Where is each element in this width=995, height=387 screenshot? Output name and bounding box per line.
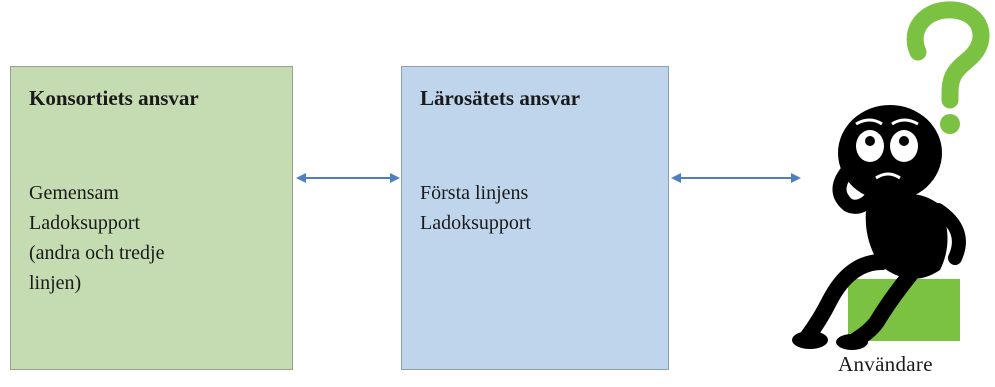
consortium-line: Ladoksupport — [29, 212, 141, 234]
consortium-title: Konsortiets ansvar — [29, 86, 199, 110]
consortium-body: Gemensam Ladoksupport (andra och tredje … — [29, 178, 164, 298]
institution-box: Lärosätets ansvar Första linjens Ladoksu… — [401, 66, 669, 370]
consortium-line: linjen) — [29, 272, 82, 294]
institution-line: Ladoksupport — [420, 212, 532, 234]
confused-person-icon — [792, 1, 990, 350]
consortium-line: (andra och tredje — [29, 242, 165, 264]
double-arrow-icon — [296, 173, 400, 183]
institution-title: Lärosätets ansvar — [420, 86, 581, 110]
consortium-box: Konsortiets ansvar Gemensam Ladoksupport… — [10, 66, 293, 370]
consortium-line: Gemensam — [29, 182, 119, 204]
institution-line: Första linjens — [420, 182, 529, 204]
institution-body: Första linjens Ladoksupport — [420, 178, 531, 238]
double-arrow-icon — [671, 173, 801, 183]
question-mark-icon — [906, 1, 990, 134]
user-label: Användare — [838, 352, 933, 376]
